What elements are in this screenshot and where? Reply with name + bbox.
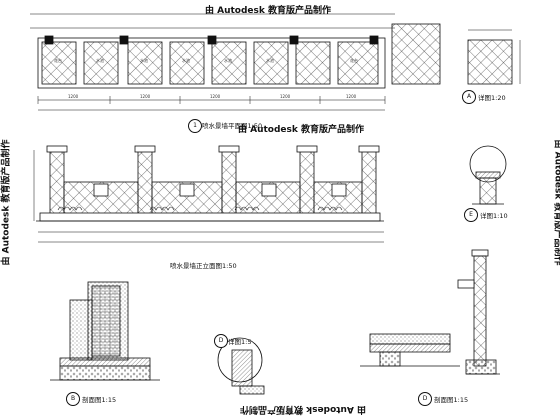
detail-mid-title: 详图1:5 xyxy=(228,338,252,346)
watermark-right: 由 Autodesk 教育版产品制作 xyxy=(552,139,560,266)
dimension-label: 1200 xyxy=(68,94,79,99)
dimension-label: 1200 xyxy=(346,94,357,99)
detail-mid-marker: D xyxy=(214,334,228,348)
plan-title: 喷水景墙平面图1:50 xyxy=(202,122,263,130)
plan-pot-label: 水池 xyxy=(182,58,190,63)
detail-a-marker: A xyxy=(462,90,476,104)
elevation-title: 喷水景墙正立面图1:50 xyxy=(170,262,237,270)
dimension-label: 1200 xyxy=(140,94,151,99)
watermark-bottom: 由 Autodesk 教育版产品制作 xyxy=(240,404,367,414)
section-title: 剖面图1:15 xyxy=(82,396,117,404)
plan-pot-label: 花台 xyxy=(350,58,358,63)
detail-mid xyxy=(217,337,265,395)
plan-pot-label: 花台 xyxy=(54,58,62,63)
section-marker: B xyxy=(66,392,80,406)
elevation-view xyxy=(33,145,384,243)
plan-view xyxy=(30,13,441,111)
section-d-marker: D xyxy=(418,392,432,406)
detail-e-title: 详图1:10 xyxy=(480,212,508,220)
dimension-label: 1200 xyxy=(280,94,291,99)
dimension-label: 1200 xyxy=(210,94,221,99)
plan-marker: 1 xyxy=(188,119,202,133)
watermark-left: 由 Autodesk 教育版产品制作 xyxy=(1,139,12,266)
detail-e-marker: E xyxy=(464,208,478,222)
detail-e xyxy=(469,145,507,205)
plan-pot-label: 水池 xyxy=(140,58,148,63)
section-right xyxy=(457,249,500,375)
section-b xyxy=(50,281,160,381)
section-d-title: 剖面图1:15 xyxy=(434,396,469,404)
plan-pot-label: 水池 xyxy=(266,58,274,63)
detail-a-title: 详图1:20 xyxy=(478,94,506,102)
detail-a xyxy=(467,29,521,85)
watermark-mid: 由 Autodesk 教育版产品制作 xyxy=(238,125,365,135)
plan-pot-label: 水池 xyxy=(224,58,232,63)
plan-pot-label: 水池 xyxy=(96,58,104,63)
watermark-top: 由 Autodesk 教育版产品制作 xyxy=(205,6,332,16)
section-d xyxy=(360,333,460,367)
